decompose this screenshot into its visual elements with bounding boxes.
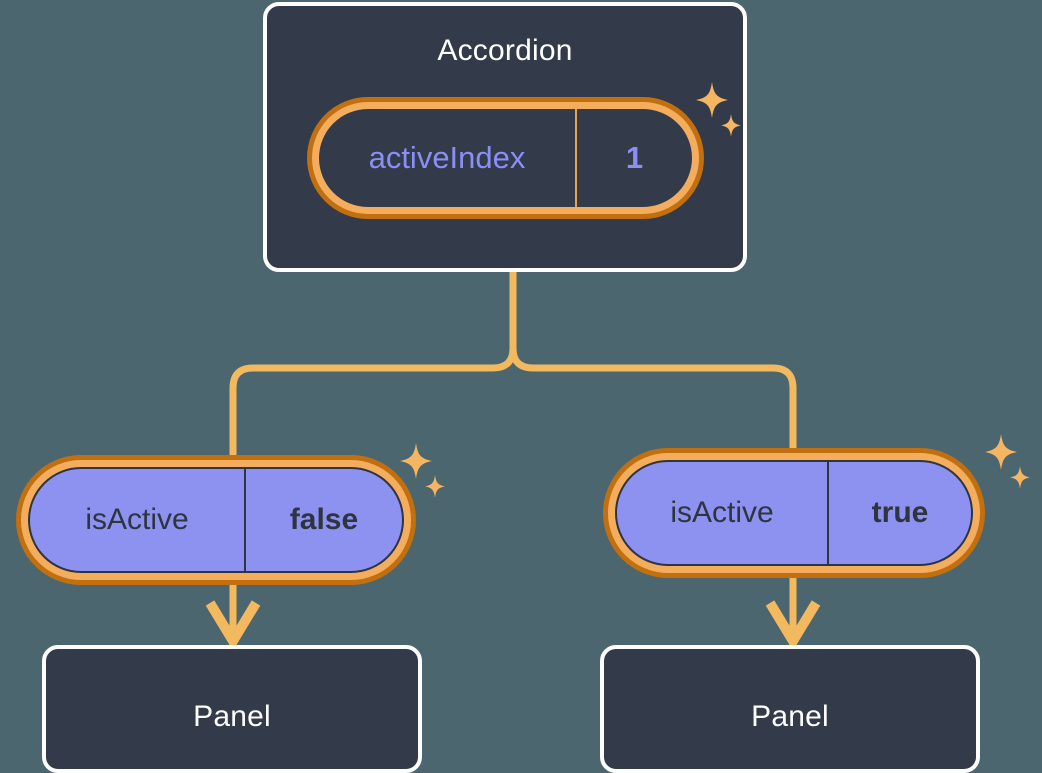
state-pill-highlight-ring: activeIndex 1: [312, 102, 699, 214]
prop-pill-highlight-ring-left: isActive false: [21, 460, 411, 580]
panel-title-right: Panel: [751, 699, 829, 733]
connector-tree-trunk: [229, 268, 517, 466]
state-pill-active-index[interactable]: activeIndex 1: [307, 97, 704, 219]
prop-pill-body-right: isActive true: [615, 460, 973, 566]
sparkle-small-icon: [425, 475, 445, 498]
panel-component-right[interactable]: Panel: [600, 645, 980, 773]
prop-pill-value-right: true: [871, 496, 929, 529]
state-pill-body: activeIndex 1: [319, 109, 692, 207]
arrow-head-right-icon: [765, 600, 821, 651]
arrow-head-left-icon: [205, 600, 261, 651]
prop-pill-is-active-true[interactable]: isActive true: [603, 448, 985, 578]
state-pill-key: activeIndex: [319, 109, 577, 207]
sparkle-small-icon: [1010, 466, 1030, 489]
sparkle-large-icon: [400, 443, 432, 479]
panel-component-left[interactable]: Panel: [42, 645, 422, 773]
prop-pill-highlight-ring-right: isActive true: [608, 453, 980, 573]
prop-pill-is-active-false[interactable]: isActive false: [16, 455, 416, 585]
connector-tree-branch-right: [509, 344, 797, 459]
sparkle-large-icon: [985, 434, 1017, 470]
prop-pill-key-left: isActive: [30, 469, 246, 571]
panel-title-left: Panel: [193, 699, 271, 733]
sparkle-icon-right: [985, 434, 1030, 489]
prop-pill-key-right: isActive: [617, 462, 829, 564]
state-pill-value: 1: [625, 140, 644, 175]
accordion-title: Accordion: [437, 34, 573, 67]
prop-pill-value-left: false: [289, 503, 359, 536]
prop-pill-body-left: isActive false: [28, 467, 404, 573]
